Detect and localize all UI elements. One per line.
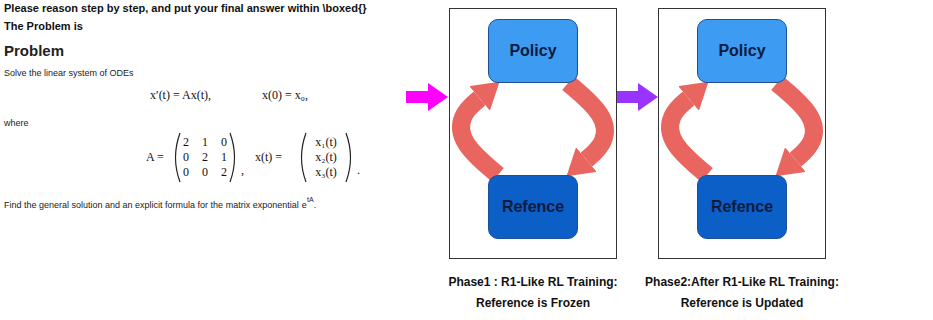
vector-bracket — [346, 133, 351, 182]
exponential-base: e — [302, 200, 307, 210]
vector-entry: x₂(t) — [306, 150, 346, 165]
phase-caption: Phase2:After R1-Like RL Training: Refere… — [628, 272, 856, 314]
matrix-entry: 2 — [179, 135, 193, 150]
equation: A = — [146, 150, 164, 165]
matrix-entry: 0 — [179, 150, 193, 165]
matrix-entry: 2 — [198, 150, 212, 165]
vector-entry: x₁(t) — [306, 135, 346, 150]
update-arrow — [568, 83, 605, 160]
update-arrow — [670, 98, 707, 175]
phase-panel: Phase1 : R1-Like RL Training: Reference … — [449, 8, 617, 259]
update-arrow — [461, 98, 498, 175]
punctuation: , — [241, 163, 244, 178]
policy-box: Policy — [697, 19, 787, 83]
matrix-entry: 0 — [179, 165, 193, 180]
problem-text: Find the general solution and an explici… — [4, 200, 299, 210]
phase-caption: Phase1 : R1-Like RL Training: Reference … — [419, 272, 647, 314]
prompt-text: Please reason step by step, and put your… — [4, 2, 366, 14]
equation: x(0) = x₀, — [262, 88, 308, 103]
phase-panel: Phase2:After R1-Like RL Training: Refere… — [658, 8, 826, 259]
reference-box: Refence — [697, 175, 787, 239]
matrix-entry: 0 — [198, 165, 212, 180]
reference-box: Refence — [488, 175, 578, 239]
superscript: tA — [307, 196, 314, 203]
box-label: Refence — [711, 198, 773, 216]
punctuation: . — [314, 200, 317, 210]
connector-group — [461, 83, 814, 175]
box-label: Policy — [509, 42, 556, 60]
problem-text: Solve the linear system of ODEs — [4, 68, 134, 78]
matrix-entry: 0 — [217, 135, 231, 150]
matrix-bracket — [230, 133, 235, 182]
problem-text: where — [4, 118, 29, 128]
vector-bracket — [302, 133, 307, 182]
matrix-bracket — [176, 133, 181, 182]
update-arrow — [777, 83, 814, 160]
equation: x(t) = — [255, 150, 282, 165]
box-label: Refence — [502, 198, 564, 216]
matrix-entry: 1 — [217, 150, 231, 165]
section-heading: The Problem is — [4, 20, 83, 32]
matrix-entry: 2 — [217, 165, 231, 180]
problem-title: Problem — [4, 42, 64, 59]
matrix-entry: 1 — [198, 135, 212, 150]
vector-entry: x₃(t) — [306, 165, 346, 180]
equation: x′(t) = Ax(t), — [150, 88, 211, 103]
box-label: Policy — [718, 42, 765, 60]
phase-arrow — [617, 91, 638, 103]
input-arrow — [406, 83, 448, 111]
policy-box: Policy — [488, 19, 578, 83]
punctuation: . — [357, 163, 360, 178]
